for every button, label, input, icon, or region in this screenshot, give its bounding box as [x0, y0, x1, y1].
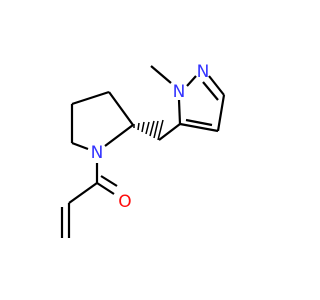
atom-label-n2-pyrazole: N [197, 62, 210, 82]
bond-c4-c5-pyrazole [179, 122, 219, 133]
wedge-hash-3 [141, 121, 145, 133]
bond-carbonyl-vinyl [68, 182, 98, 204]
bond-c3-c4-pyrazole [216, 94, 226, 132]
atom-label-o-carbonyl: O [118, 192, 131, 212]
wedge-hash-7 [157, 119, 164, 141]
bond-ch2-pyrazole [158, 123, 181, 141]
pyrazole-ring [177, 75, 226, 133]
wedge-hash-4 [145, 121, 150, 135]
atom-label-n1-pyrazole: N [173, 82, 186, 102]
molecule-structure-diagram: N O N N [60, 62, 226, 238]
bond-c4-c5-pyrazole-inner [185, 118, 213, 127]
bond-carbonyl-o-2 [100, 175, 118, 187]
bond-n2-c3-pyrazole-inner [202, 81, 219, 101]
bond-c3-c4 [71, 90, 110, 106]
wedge-hash-5 [149, 120, 155, 137]
bond-c5-n1-pyrazole [177, 99, 182, 125]
wedge-hash-2 [137, 122, 140, 131]
bond-n-methyl [150, 65, 172, 84]
bond-c5-n1 [71, 141, 89, 151]
pyrrolidine-ring [70, 90, 134, 151]
bond-carbonyl-o-1 [96, 182, 115, 195]
acryloyl-group [60, 163, 118, 238]
bond-n1-n2-pyrazole [186, 75, 197, 87]
atom-label-n-pyrrolidine: N [91, 143, 104, 163]
bond-n1-c2 [104, 124, 134, 147]
stereo-hashed-wedge [133, 119, 164, 141]
wedge-hash-6 [153, 120, 159, 139]
bond-c2-c3 [108, 91, 134, 126]
bond-n2-c3-pyrazole [208, 75, 225, 96]
